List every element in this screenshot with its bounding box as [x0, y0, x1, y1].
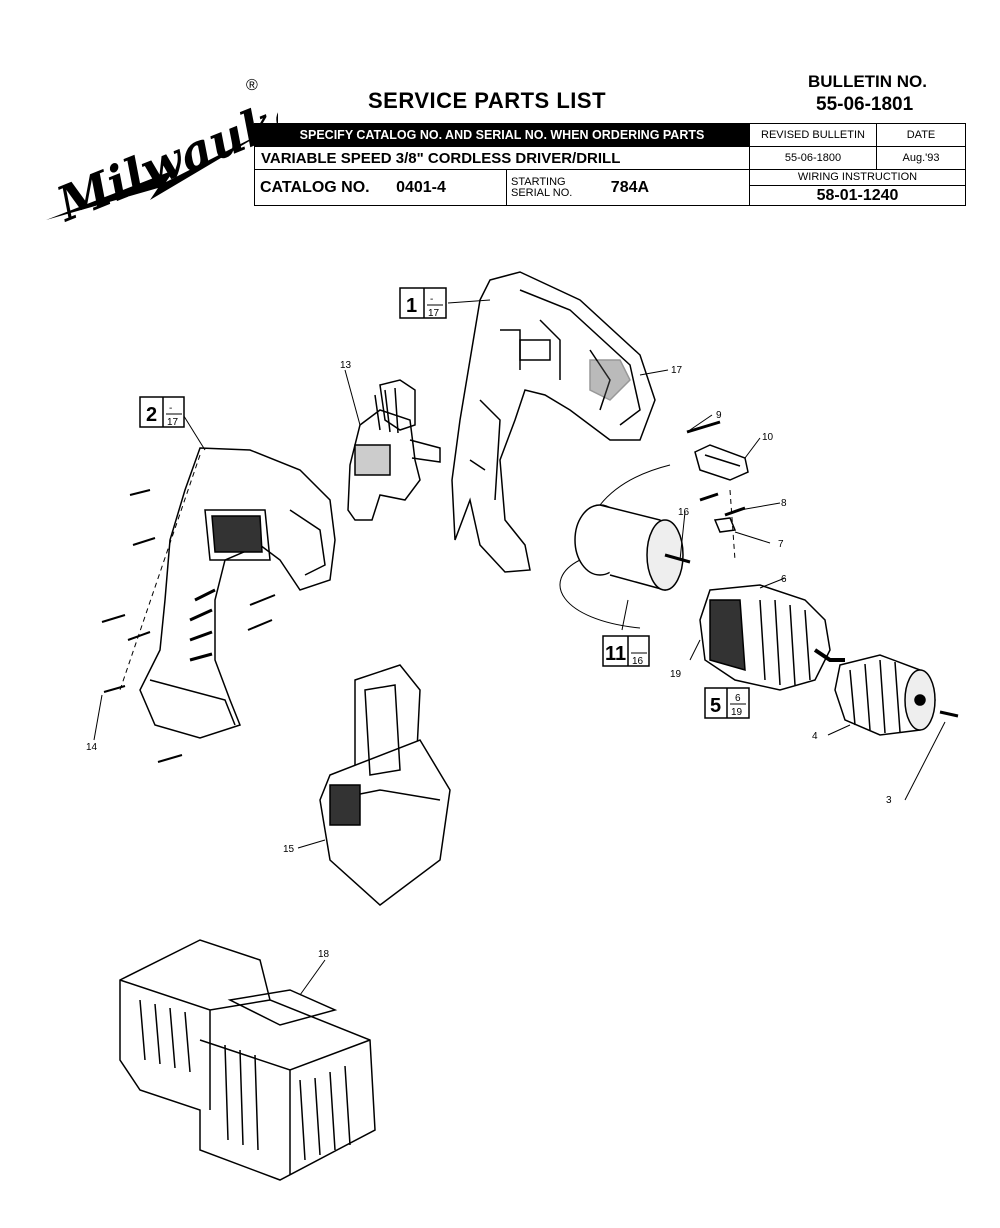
wiring-cell: WIRING INSTRUCTION 58-01-1240	[749, 169, 966, 206]
small-parts	[686, 420, 749, 533]
svg-text:2: 2	[146, 404, 157, 426]
revised-bulletin-value: 55-06-1800	[749, 146, 877, 170]
part-label-10: 10	[762, 432, 774, 443]
callout-box-1: 1 - 17	[399, 287, 447, 319]
part-label-6: 6	[781, 574, 787, 585]
wiring-label: WIRING INSTRUCTION	[750, 170, 965, 186]
part-label-7: 7	[778, 539, 784, 550]
screws	[101, 489, 959, 763]
gear-case	[699, 584, 845, 691]
date-value: Aug.'93	[876, 146, 966, 170]
part-label-16: 16	[678, 507, 690, 518]
bulletin-number: 55-06-1801	[816, 94, 914, 115]
part-label-13: 13	[340, 360, 352, 371]
exploded-parts-diagram: 1 - 17 2 - 17 11 16 5 6 19 3 4 6 7 8 9 1…	[86, 271, 959, 1181]
svg-text:11: 11	[605, 643, 626, 665]
svg-text:17: 17	[428, 308, 440, 319]
part-label-18: 18	[318, 949, 330, 960]
svg-text:5: 5	[710, 695, 721, 717]
callout-box-5: 5 6 19	[704, 687, 750, 719]
wiring-value: 58-01-1240	[816, 187, 899, 204]
leader-lines	[93, 299, 946, 996]
svg-text:17: 17	[167, 417, 179, 428]
part-label-14: 14	[86, 742, 98, 753]
svg-text:6: 6	[735, 693, 741, 704]
motor	[559, 464, 691, 629]
milwaukee-logo: Milwaukee ®	[46, 72, 278, 230]
part-label-4: 4	[812, 731, 818, 742]
battery-charger	[119, 939, 376, 1181]
header-table: SPECIFY CATALOG NO. AND SERIAL NO. WHEN …	[254, 123, 966, 206]
part-label-3: 3	[886, 795, 892, 806]
trigger-switch	[347, 379, 441, 521]
svg-text:1: 1	[406, 295, 417, 317]
housing-half-right	[451, 271, 656, 573]
serial-number: 784A	[610, 178, 650, 196]
catalog-cell: CATALOG NO. 0401-4	[254, 169, 507, 206]
part-label-17: 17	[671, 365, 683, 376]
svg-text:-: -	[430, 294, 433, 305]
part-label-15: 15	[283, 844, 295, 855]
keyless-chuck	[834, 654, 936, 736]
revised-bulletin-label: REVISED BULLETIN	[749, 123, 877, 147]
svg-text:19: 19	[731, 707, 743, 718]
callout-box-11: 11 16	[602, 635, 650, 667]
battery-pack	[319, 664, 451, 906]
part-number-labels: 3 4 6 7 8 9 10 13 14 15 16 17 18 19	[86, 360, 892, 960]
part-label-19: 19	[670, 669, 682, 680]
specify-banner: SPECIFY CATALOG NO. AND SERIAL NO. WHEN …	[254, 123, 750, 147]
date-label: DATE	[876, 123, 966, 147]
catalog-number: 0401-4	[396, 178, 446, 196]
svg-text:16: 16	[632, 656, 644, 667]
callout-box-2: 2 - 17	[139, 396, 185, 428]
registered-mark: ®	[246, 77, 258, 94]
part-label-8: 8	[781, 498, 787, 509]
bulletin-label: BULLETIN NO.	[808, 72, 927, 91]
page-title: SERVICE PARTS LIST	[368, 88, 607, 113]
svg-text:-: -	[169, 403, 172, 414]
housing-half-left	[139, 447, 336, 739]
part-label-9: 9	[716, 410, 722, 421]
catalog-label: CATALOG NO.	[260, 178, 370, 196]
product-name: VARIABLE SPEED 3/8" CORDLESS DRIVER/DRIL…	[254, 146, 750, 170]
